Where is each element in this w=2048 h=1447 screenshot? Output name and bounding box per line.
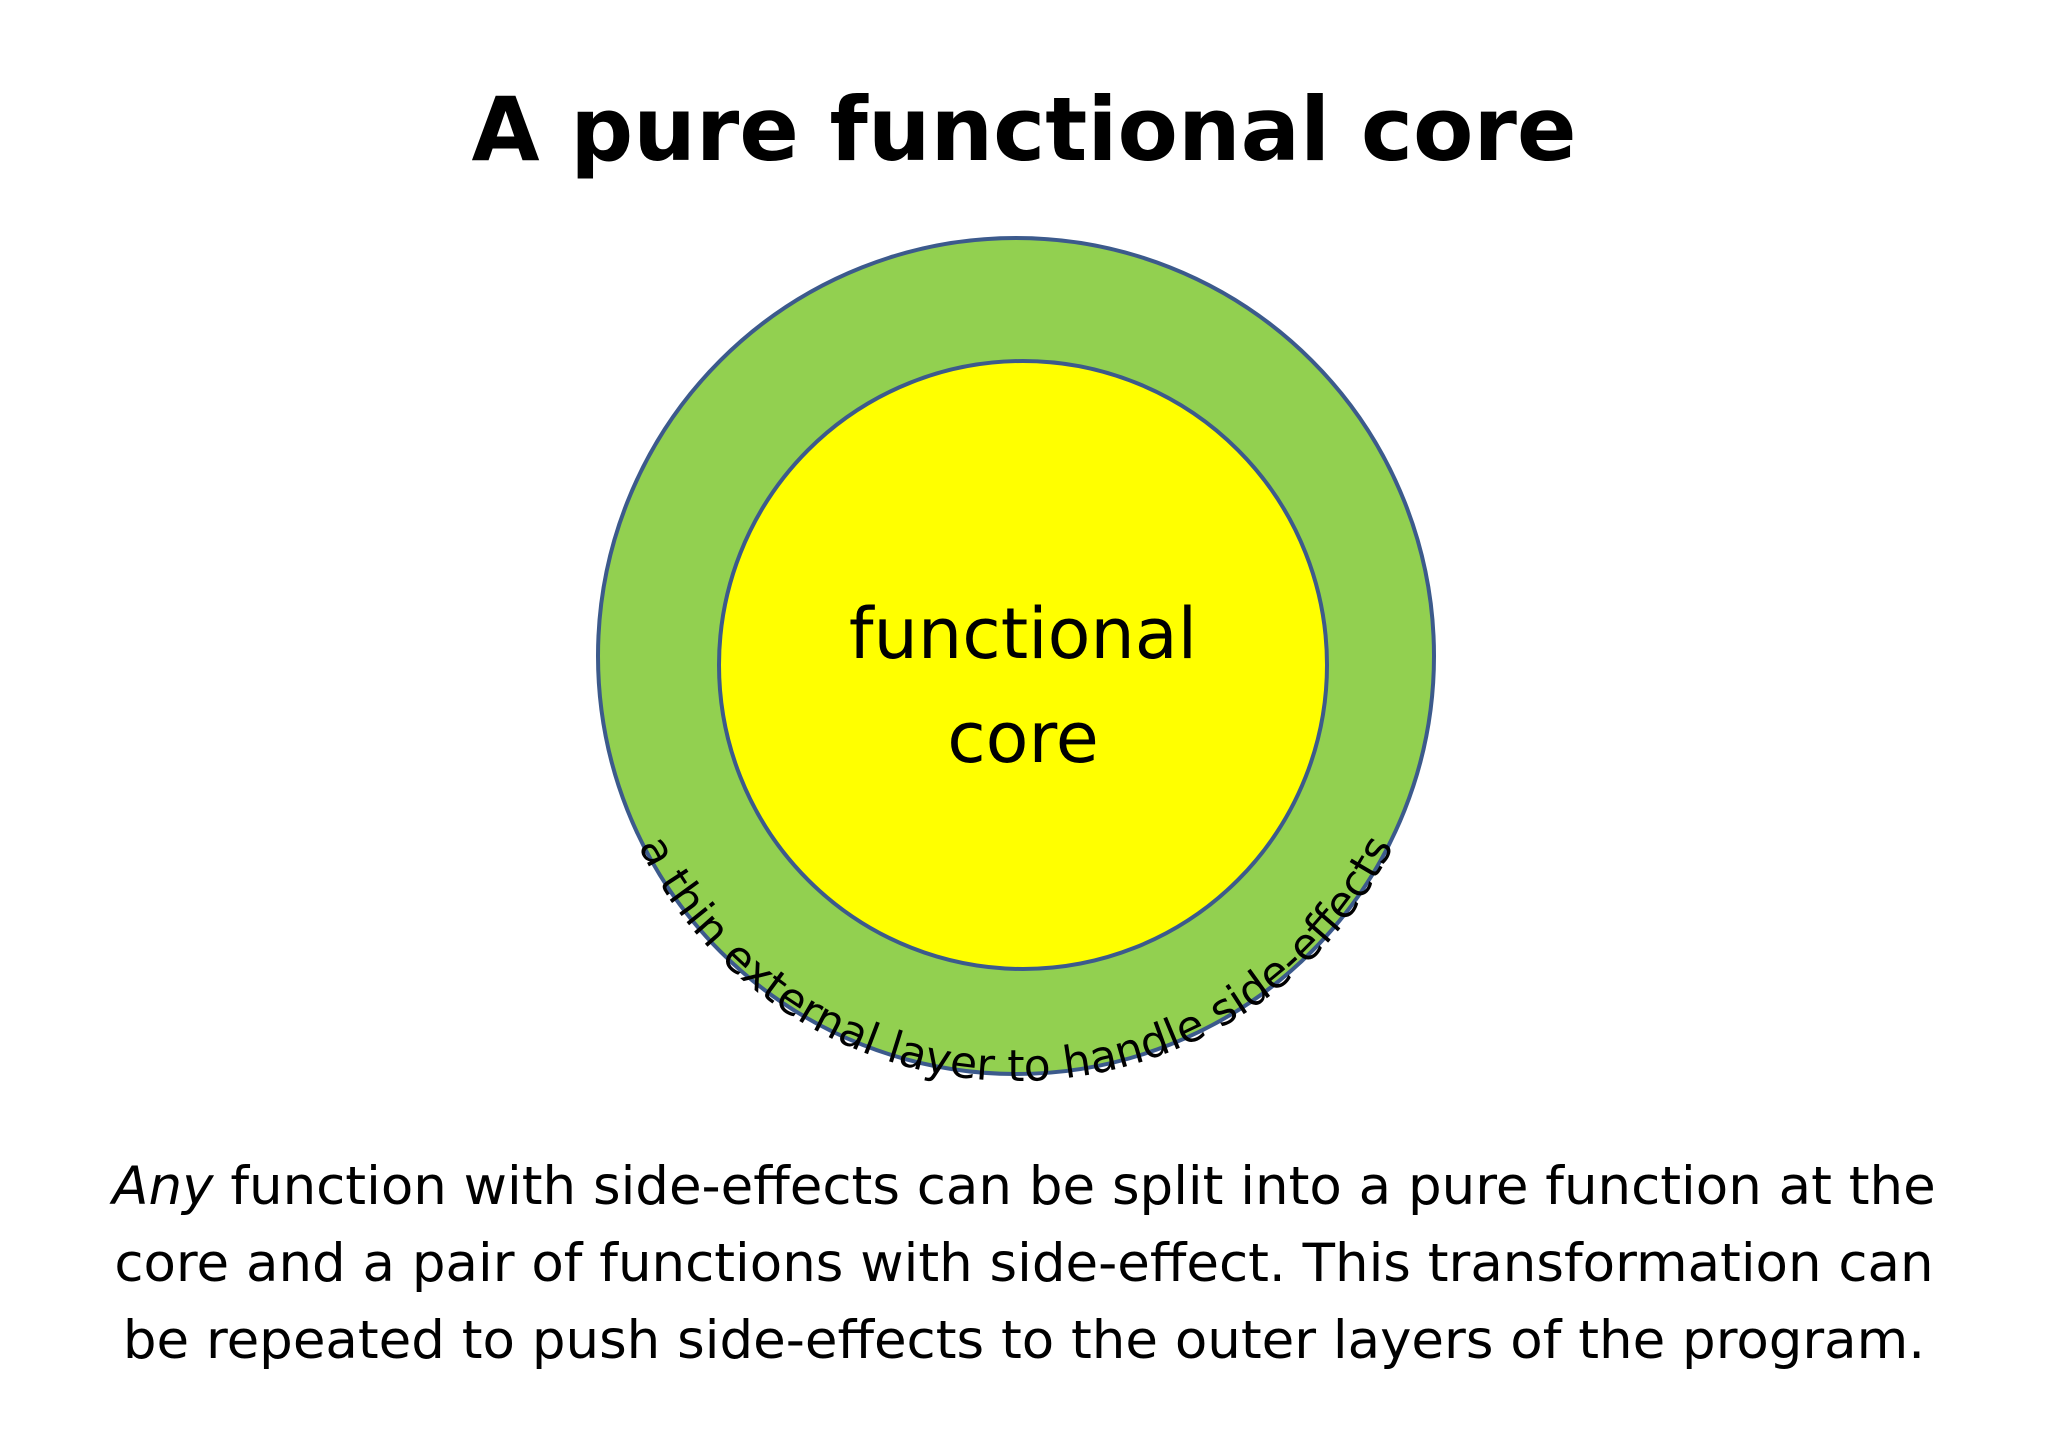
caption-text: function with side-effects can be split … — [114, 1156, 1936, 1371]
caption-paragraph: Any function with side-effects can be sp… — [110, 1148, 1938, 1379]
outer-layer-outline — [596, 236, 1436, 1076]
slide-title: A pure functional core — [471, 78, 1577, 181]
core-label-line2: core — [947, 697, 1099, 779]
caption-emphasis: Any — [112, 1156, 214, 1217]
functional-core-circle — [719, 361, 1327, 969]
functional-core-outline — [717, 359, 1329, 971]
core-label-line1: functional — [849, 593, 1197, 675]
